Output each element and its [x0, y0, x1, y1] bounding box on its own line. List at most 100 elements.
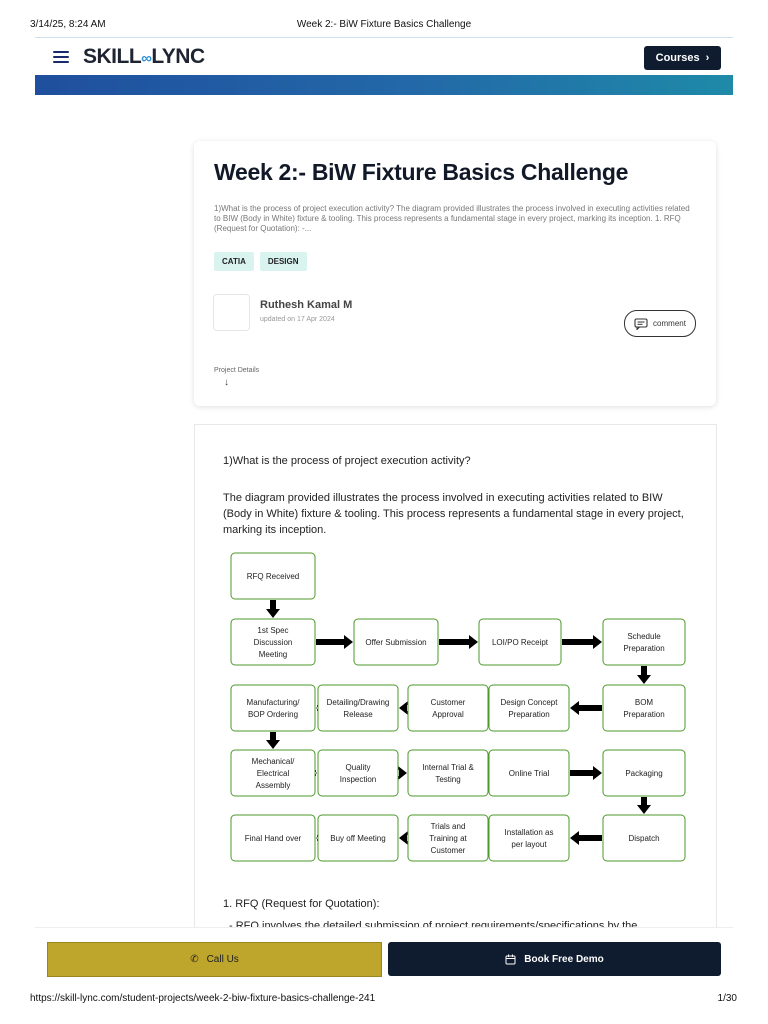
project-details-label[interactable]: Project Details: [214, 367, 260, 374]
flow-node-bom: BOM Preparation: [602, 684, 686, 732]
flow-node-rfq: RFQ Received: [230, 552, 316, 600]
flow-node-label: Buy off Meeting: [330, 834, 385, 843]
flow-node-label: Preparation: [508, 710, 549, 719]
flow-arrow: [399, 831, 408, 845]
tag-list: CATIA DESIGN: [214, 252, 307, 271]
flow-node-label: Manufacturing/: [247, 698, 301, 707]
comment-label: comment: [653, 319, 686, 328]
flow-node-label: Detailing/Drawing: [327, 698, 390, 707]
flow-node-label: Trials and: [431, 822, 466, 831]
flow-arrow: [266, 732, 280, 749]
courses-label: Courses: [655, 52, 700, 64]
flow-node-label: Release: [343, 710, 373, 719]
flow-node-label: Internal Trial &: [422, 763, 474, 772]
logo-right: LYNC: [151, 45, 205, 68]
menu-icon[interactable]: [53, 51, 69, 63]
flow-node-loi: LOI/PO Receipt: [478, 618, 562, 666]
logo-left: SKILL: [83, 45, 142, 68]
flow-node-label: Customer: [431, 846, 466, 855]
phone-icon: ✆: [190, 954, 199, 965]
flow-arrow: [637, 797, 651, 814]
flow-node-label: Online Trial: [509, 769, 550, 778]
flow-node-final: Final Hand over: [230, 814, 316, 862]
flow-arrow: [562, 635, 602, 649]
print-page-number: 1/30: [717, 993, 737, 1004]
flow-arrow: [316, 635, 353, 649]
tag-design[interactable]: DESIGN: [259, 252, 307, 271]
bottom-action-bar: ✆ Call Us Book Free Demo: [35, 927, 733, 980]
intro-paragraph: The diagram provided illustrates the pro…: [223, 492, 684, 536]
flow-node-label: Installation as: [505, 828, 554, 837]
flow-node-installation: Installation as per layout: [488, 814, 570, 862]
flow-node-label: Quality: [346, 763, 371, 772]
flow-node-label: Design Concept: [501, 698, 559, 707]
flow-node-label: Dispatch: [628, 834, 659, 843]
flow-node-label: BOM: [635, 698, 654, 707]
flow-arrow: [266, 600, 280, 618]
flow-node-label: Inspection: [340, 775, 376, 784]
flow-node-label: 1st Spec: [257, 626, 288, 635]
navbar: SKILL∞LYNC Courses ›: [35, 37, 733, 76]
flow-node-label: Assembly: [256, 781, 291, 790]
calendar-icon: [505, 954, 516, 964]
flow-arrow: [439, 635, 478, 649]
flow-node-label: Preparation: [623, 710, 664, 719]
flow-node-label: Schedule: [627, 632, 661, 641]
call-us-button[interactable]: ✆ Call Us: [47, 942, 382, 977]
logo[interactable]: SKILL∞LYNC: [83, 45, 205, 69]
book-demo-label: Book Free Demo: [524, 953, 604, 965]
arrow-down-icon[interactable]: ↓: [224, 377, 229, 388]
flow-node-manufacturing: Manufacturing/BOP Ordering: [230, 684, 316, 732]
flow-node-label: Approval: [432, 710, 464, 719]
flow-node-label: Mechanical/: [252, 757, 295, 766]
comment-icon: [634, 317, 648, 330]
hero-banner: [35, 75, 733, 95]
question-text: 1)What is the process of project executi…: [223, 455, 471, 467]
flow-arrow: [570, 701, 602, 715]
flow-arrow: [570, 766, 602, 780]
flow-node-label: LOI/PO Receipt: [492, 638, 549, 647]
flow-node-packaging: Packaging: [602, 749, 686, 797]
courses-button[interactable]: Courses ›: [644, 46, 721, 70]
flow-arrow: [398, 766, 407, 780]
call-us-label: Call Us: [206, 954, 239, 965]
flow-arrow: [399, 701, 408, 715]
logo-infinity-icon: ∞: [141, 50, 152, 67]
flow-node-label: Meeting: [259, 650, 287, 659]
flow-node-label: per layout: [511, 840, 547, 849]
flow-node-dispatch: Dispatch: [602, 814, 686, 862]
print-url: https://skill-lync.com/student-projects/…: [30, 993, 376, 1004]
rfq-heading: 1. RFQ (Request for Quotation):: [223, 898, 380, 910]
book-demo-button[interactable]: Book Free Demo: [388, 942, 721, 976]
flow-node-buyoff: Buy off Meeting: [317, 814, 399, 862]
project-excerpt: 1)What is the process of project executi…: [214, 204, 690, 233]
page-title: Week 2:- BiW Fixture Basics Challenge: [214, 159, 629, 185]
avatar[interactable]: [213, 294, 250, 331]
updated-date: updated on 17 Apr 2024: [260, 316, 335, 323]
print-title: Week 2:- BiW Fixture Basics Challenge: [296, 19, 472, 30]
flow-node-label: Testing: [435, 775, 460, 784]
print-date: 3/14/25, 8:24 AM: [30, 19, 106, 30]
flow-node-label: Customer: [431, 698, 466, 707]
flow-arrow: [637, 666, 651, 684]
flow-arrow: [570, 831, 602, 845]
flow-node-online: Online Trial: [488, 749, 570, 797]
chevron-right-icon: ›: [705, 52, 710, 64]
flow-node-label: Training at: [429, 834, 467, 843]
flow-node-internal: Internal Trial & Testing: [407, 749, 489, 797]
tag-catia[interactable]: CATIA: [214, 252, 254, 271]
comment-button[interactable]: comment: [624, 310, 696, 337]
author-name[interactable]: Ruthesh Kamal M: [260, 299, 353, 311]
flow-node-offer: Offer Submission: [353, 618, 439, 666]
flow-node-label: Discussion: [254, 638, 293, 647]
flow-node-label: Offer Submission: [365, 638, 426, 647]
flow-node-label: Preparation: [623, 644, 664, 653]
